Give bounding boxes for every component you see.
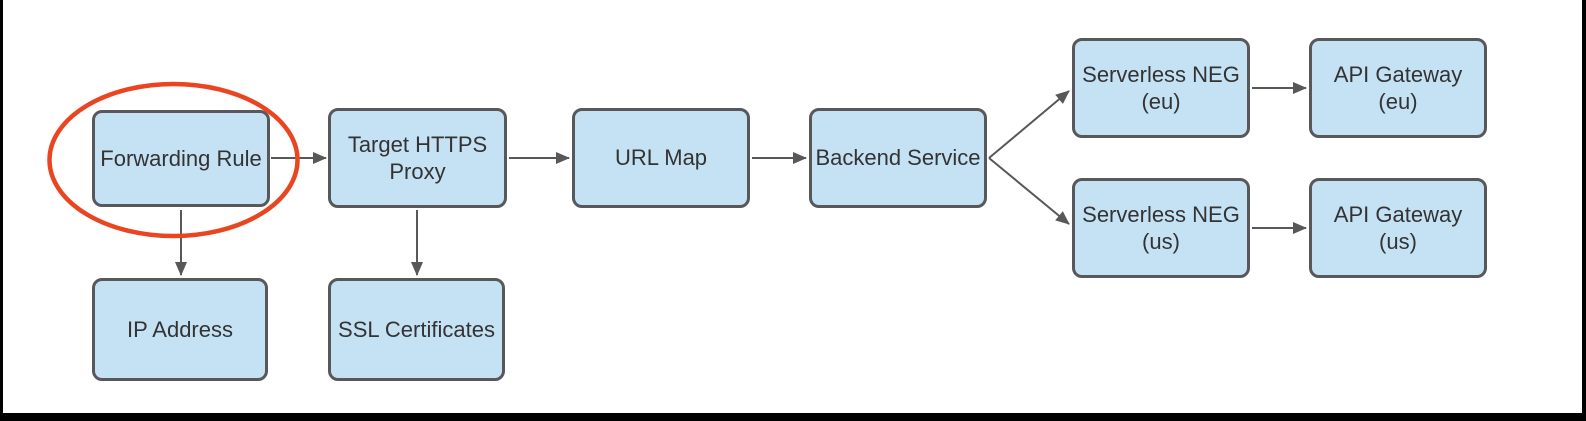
node-api-gateway-eu-label: API Gateway (eu) <box>1333 61 1463 115</box>
node-forwarding-rule: Forwarding Rule <box>92 110 270 207</box>
node-backend-service-label: Backend Service <box>815 145 981 171</box>
edge-backend-service-to-serverless-neg-us <box>988 157 1070 225</box>
node-serverless-neg-us-label: Serverless NEG (us) <box>1082 201 1240 255</box>
edge-backend-service-to-serverless-neg-eu <box>988 90 1070 159</box>
node-api-gateway-us: API Gateway (us) <box>1309 178 1487 278</box>
node-api-gateway-us-label: API Gateway (us) <box>1333 201 1463 255</box>
frame-edge-bottom <box>0 413 1586 421</box>
node-target-https-proxy-label: Target HTTPS Proxy <box>347 131 488 185</box>
node-url-map: URL Map <box>572 108 750 208</box>
node-serverless-neg-eu-label: Serverless NEG (eu) <box>1082 61 1240 115</box>
node-serverless-neg-eu: Serverless NEG (eu) <box>1072 38 1250 138</box>
node-backend-service: Backend Service <box>809 108 987 208</box>
frame-edge-right <box>1582 0 1586 421</box>
frame-edge-left <box>0 0 3 421</box>
node-url-map-label: URL Map <box>614 145 708 171</box>
node-ip-address: IP Address <box>92 278 268 381</box>
node-forwarding-rule-label: Forwarding Rule <box>100 145 262 171</box>
node-serverless-neg-us: Serverless NEG (us) <box>1072 178 1250 278</box>
node-api-gateway-eu: API Gateway (eu) <box>1309 38 1487 138</box>
node-ssl-certificates: SSL Certificates <box>328 278 505 381</box>
node-ip-address-label: IP Address <box>127 316 233 342</box>
node-target-https-proxy: Target HTTPS Proxy <box>328 108 507 208</box>
node-ssl-certificates-label: SSL Certificates <box>338 316 495 342</box>
